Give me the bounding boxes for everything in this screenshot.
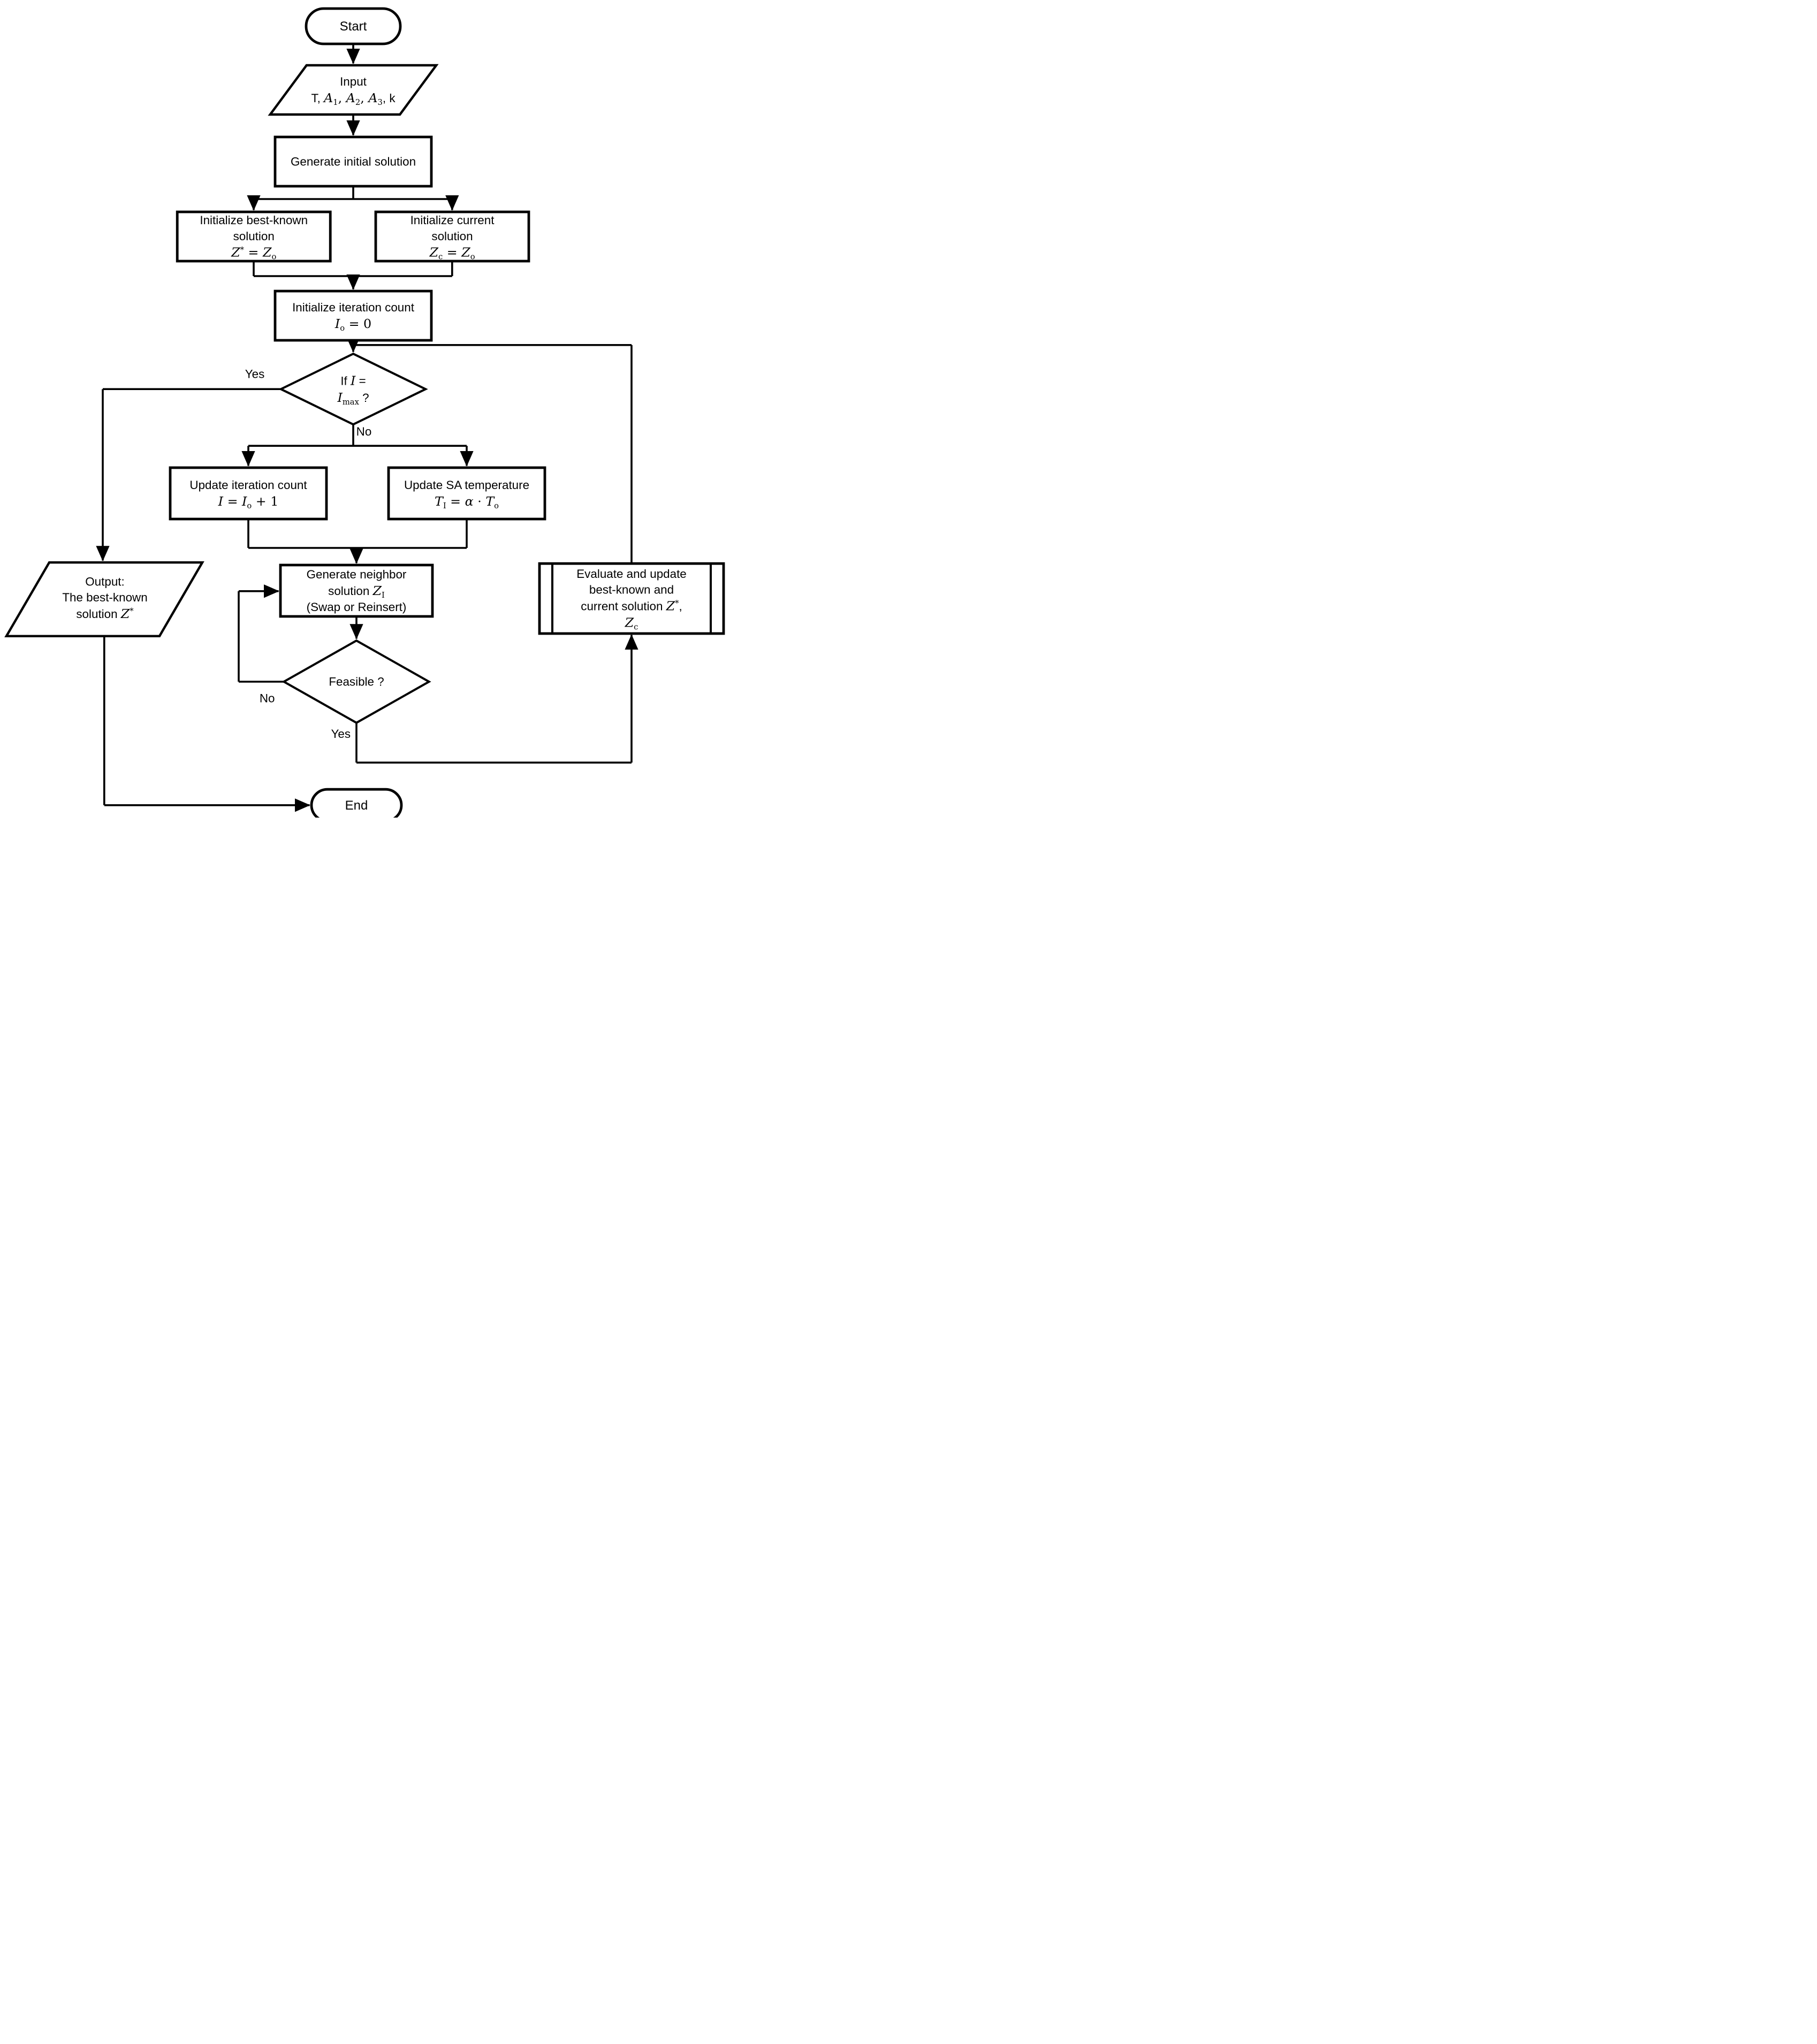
initialize-current-label: Initialize current solution Zc = Zo — [376, 212, 529, 261]
text-line: Update SA temperature — [404, 478, 530, 492]
feasible-yes-edge-label: Yes — [331, 727, 351, 741]
text-line: I = Io + 1 — [218, 493, 279, 510]
text-line: solution — [233, 229, 275, 243]
text-line: (Swap or Reinsert) — [306, 600, 407, 614]
text-line: Initialize iteration count — [292, 300, 414, 314]
input-parallelogram-shape — [268, 64, 439, 116]
generate-initial-shape — [273, 135, 433, 188]
start-node-label: Start — [306, 9, 400, 44]
text-line: current solution Z*, — [581, 598, 682, 614]
text-line: Zc = Zo — [429, 245, 475, 262]
feasible-decision-label: Feasible ? — [303, 665, 410, 699]
imax-decision-diamond-shape — [278, 352, 428, 426]
feasible-decision-diamond-shape — [282, 639, 431, 724]
text-line: Z* = Zo — [231, 245, 277, 262]
text-line: Evaluate and update — [576, 567, 687, 581]
output-node-label: Output:The best-known solution Z* — [30, 567, 180, 629]
text-line: Update iteration count — [189, 478, 307, 492]
text-line: TI = α · To — [434, 493, 499, 510]
end-terminator-shape — [310, 788, 403, 818]
initialize-iteration-shape — [273, 289, 433, 342]
edges — [96, 44, 638, 812]
text-line: Generate initial solution — [290, 155, 416, 169]
update-iteration-shape — [169, 466, 328, 521]
evaluate-predefined-shape — [538, 562, 725, 635]
text-line: solution — [431, 229, 473, 243]
text-line: Generate neighbor — [306, 567, 407, 581]
text-line: Initialize best-known — [200, 213, 308, 227]
flowchart-stage: Start Input T, A1, A2, A3, k Generate ini… — [0, 0, 727, 818]
feasible-no-edge-label: No — [259, 691, 275, 705]
end-node-label: End — [311, 789, 401, 818]
text-line: T, A1, A2, A3, k — [311, 90, 396, 107]
text-line: Output: — [85, 574, 125, 589]
start-terminator-shape — [305, 7, 402, 45]
initialize-best-label: Initialize best-known solution Z* = Zo — [177, 212, 330, 261]
text-line: Zc — [625, 615, 638, 632]
text-line: solution ZI — [328, 583, 385, 600]
initialize-iteration-label: Initialize iteration count Io = 0 — [275, 291, 431, 340]
text-line: The best-known — [62, 590, 148, 604]
text-line: Initialize current — [410, 213, 495, 227]
initialize-best-shape — [176, 210, 332, 263]
text-line: If I = — [340, 373, 366, 388]
text-line: Start — [339, 19, 367, 34]
text-line: Io = 0 — [334, 316, 372, 333]
flowchart-graphics — [4, 7, 725, 818]
text-line: solution Z* — [76, 606, 134, 621]
imax-yes-edge-label: Yes — [245, 367, 265, 381]
imax-no-edge-label: No — [356, 424, 372, 438]
node-shapes — [4, 7, 725, 818]
generate-neighbor-shape — [279, 563, 434, 618]
initialize-current-shape — [374, 210, 530, 263]
generate-initial-label: Generate initial solution — [275, 137, 431, 186]
text-line: End — [345, 798, 368, 813]
update-temperature-shape — [387, 466, 546, 521]
output-parallelogram-shape — [4, 561, 204, 638]
text-line: Input — [340, 74, 367, 88]
text-line: Feasible ? — [329, 675, 384, 689]
generate-neighbor-label: Generate neighbor solution ZI(Swap or Rei… — [280, 565, 432, 616]
flowchart-canvas: Start Input T, A1, A2, A3, k Generate ini… — [0, 0, 727, 818]
input-node-label: Input T, A1, A2, A3, k — [281, 67, 425, 112]
text-line: Imax ? — [337, 390, 369, 407]
imax-decision-label: If I = Imax ? — [300, 357, 407, 421]
text-line: best-known and — [589, 583, 674, 597]
